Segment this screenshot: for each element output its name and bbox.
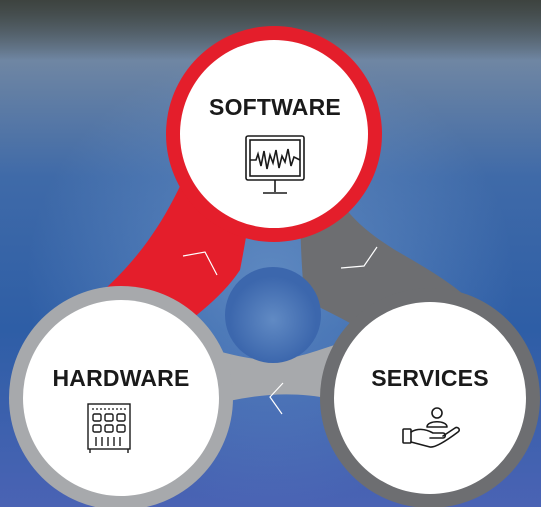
hardware-rack-icon [87,403,131,453]
monitor-waveform-icon [245,135,305,194]
hand-person-icon [402,407,461,448]
chevron-left-connector [182,251,218,276]
hardware-label: HARDWARE [52,365,190,391]
hardware-circle [23,300,219,496]
services-circle [334,302,526,494]
services-label: SERVICES [371,365,489,391]
chevron-right-connector [340,246,378,269]
center-hole-glow [225,267,321,363]
software-circle [180,40,368,228]
chevron-bottom-connector [269,382,284,415]
software-label: SOFTWARE [209,94,341,120]
